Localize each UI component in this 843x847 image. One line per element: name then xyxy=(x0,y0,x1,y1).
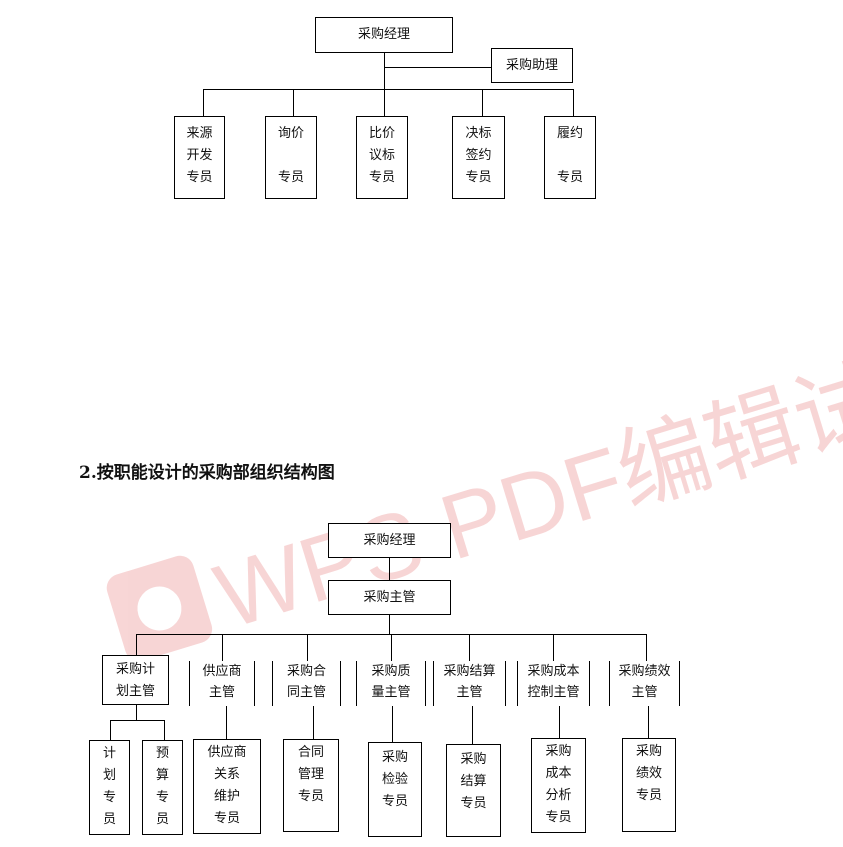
connector xyxy=(648,706,649,738)
connector xyxy=(203,89,574,90)
assistant-box: 采购助理 xyxy=(491,48,573,83)
staff-box: 计 划 专 员 xyxy=(89,740,130,835)
connector xyxy=(164,720,165,740)
specialist-box: 履约 专员 xyxy=(544,116,596,199)
connector xyxy=(482,89,483,116)
connector xyxy=(110,720,111,740)
staff-box: 采购 绩效 专员 xyxy=(622,738,676,832)
staff-box: 合同 管理 专员 xyxy=(283,739,339,832)
staff-box: 采购 检验 专员 xyxy=(368,742,422,837)
department-box: 供应商 主管 xyxy=(189,661,255,706)
specialist-box: 询价 专员 xyxy=(265,116,317,199)
specialist-box: 比价 议标 专员 xyxy=(356,116,408,199)
staff-box: 供应商 关系 维护 专员 xyxy=(193,739,261,834)
department-box: 采购计 划主管 xyxy=(102,655,169,705)
connector xyxy=(226,706,227,739)
connector xyxy=(136,705,137,720)
connector xyxy=(203,89,204,116)
department-box: 采购合 同主管 xyxy=(272,661,341,706)
staff-box: 预 算 专 员 xyxy=(142,740,183,835)
specialist-box: 决标 签约 专员 xyxy=(452,116,505,199)
department-box: 采购成本 控制主管 xyxy=(517,661,590,706)
connector xyxy=(313,706,314,739)
connector xyxy=(384,53,385,89)
watermark-text: WPS PDF编辑试用 xyxy=(205,321,843,649)
connector xyxy=(384,67,492,68)
department-box: 采购结算 主管 xyxy=(433,661,506,706)
connector xyxy=(573,89,574,116)
staff-box: 采购 结算 专员 xyxy=(446,744,501,837)
connector xyxy=(389,558,390,580)
connector xyxy=(469,634,470,661)
section-title: 2.按职能设计的采购部组织结构图 xyxy=(79,463,335,483)
connector xyxy=(293,89,294,116)
connector xyxy=(136,634,137,655)
specialist-box: 来源 开发 专员 xyxy=(174,116,225,199)
connector xyxy=(110,720,165,721)
connector xyxy=(559,706,560,738)
manager-box: 采购经理 xyxy=(328,523,451,558)
connector xyxy=(553,634,554,661)
department-box: 采购绩效 主管 xyxy=(609,661,680,706)
connector xyxy=(384,89,385,116)
department-box: 采购质 量主管 xyxy=(356,661,426,706)
connector xyxy=(646,634,647,661)
connector xyxy=(472,706,473,744)
connector xyxy=(389,615,390,634)
connector xyxy=(391,634,392,661)
manager-box: 采购经理 xyxy=(315,17,453,53)
connector xyxy=(222,634,223,661)
supervisor-box: 采购主管 xyxy=(328,580,451,615)
staff-box: 采购 成本 分析 专员 xyxy=(531,738,586,833)
connector xyxy=(307,634,308,661)
wps-logo-icon xyxy=(106,555,213,660)
connector xyxy=(392,706,393,742)
